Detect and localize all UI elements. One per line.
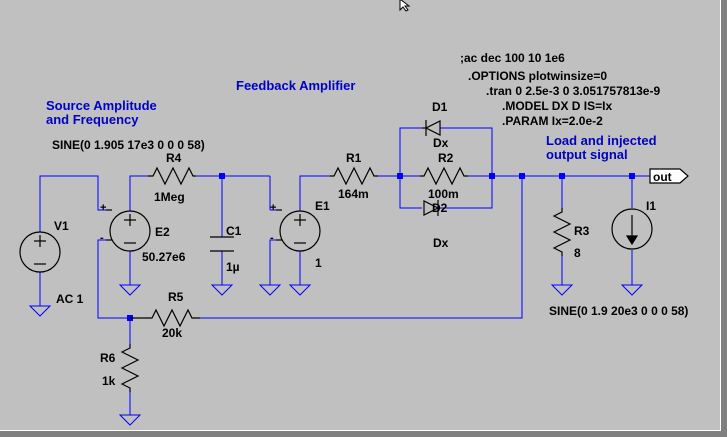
window-frame-right [721, 0, 727, 437]
c1-value[interactable]: 1µ [226, 260, 240, 274]
vcvs-e2[interactable] [109, 210, 151, 252]
comment-source: Source Amplitude and Frequency [46, 98, 157, 127]
diode-d1 [424, 120, 441, 136]
i1-value[interactable]: SINE(0 1.9 20e3 0 0 0 58) [549, 304, 689, 318]
r3-name[interactable]: R3 [574, 224, 590, 238]
schematic-canvas[interactable]: Source Amplitude and Frequency Feedback … [0, 0, 721, 431]
directive-options[interactable]: .OPTIONS plotwinsize=0 [468, 69, 608, 83]
r6-value[interactable]: 1k [102, 374, 116, 388]
e2-pin-minus: - [100, 232, 104, 244]
v1-value[interactable]: AC 1 [56, 292, 84, 306]
v1-spec[interactable]: SINE(0 1.905 17e3 0 0 0 58) [52, 138, 205, 152]
i1-name[interactable]: I1 [646, 199, 657, 213]
resistor-r2 [420, 166, 468, 186]
e1-pin-plus: + [270, 202, 277, 214]
r2-name[interactable]: R2 [438, 151, 454, 165]
directive-tran[interactable]: .tran 0 2.5e-3 0 3.051757813e-9 [486, 84, 661, 98]
net-label-out-flag [649, 168, 689, 184]
r1-value[interactable]: 164m [338, 187, 369, 201]
e1-name[interactable]: E1 [315, 199, 330, 213]
directive-ac[interactable]: ;ac dec 100 10 1e6 [460, 51, 565, 65]
resistor-r1 [330, 166, 378, 186]
resistor-r5 [130, 308, 200, 328]
resistor-r4 [148, 166, 196, 186]
cursor-arrow-icon [399, 0, 411, 12]
comment-feedback: Feedback Amplifier [236, 78, 356, 93]
directive-model[interactable]: .MODEL DX D IS=Ix [502, 99, 613, 113]
v1-name[interactable]: V1 [54, 219, 69, 233]
resistor-r3 [552, 208, 572, 256]
wires [39, 127, 650, 415]
resistor-r6 [120, 344, 140, 392]
junction-dots [127, 173, 635, 321]
net-label-out[interactable]: out [653, 170, 672, 184]
r5-value[interactable]: 20k [162, 326, 183, 340]
comment-load: Load and injected output signal [546, 133, 657, 162]
e1-pin-minus: - [270, 232, 274, 244]
schematic-drawing [19, 120, 689, 426]
d1-value[interactable]: Dx [433, 136, 449, 150]
d2-value[interactable]: Dx [433, 236, 449, 250]
c1-name[interactable]: C1 [226, 224, 242, 238]
r4-name[interactable]: R4 [166, 151, 182, 165]
r1-name[interactable]: R1 [346, 151, 362, 165]
components [19, 120, 689, 392]
r6-name[interactable]: R6 [100, 351, 116, 365]
diode-d2 [423, 200, 440, 216]
e2-value[interactable]: 50.27e6 [142, 250, 186, 264]
e2-name[interactable]: E2 [155, 225, 170, 239]
d1-name[interactable]: D1 [432, 100, 448, 114]
directive-param[interactable]: .PARAM Ix=2.0e-2 [502, 114, 603, 128]
r5-name[interactable]: R5 [168, 290, 184, 304]
d2-name[interactable]: D2 [432, 201, 448, 215]
ground-symbols [28, 284, 644, 426]
vcvs-e1[interactable] [279, 210, 321, 252]
window-frame-bottom [0, 431, 727, 437]
e2-pin-plus: + [100, 202, 107, 214]
e1-value[interactable]: 1 [315, 256, 322, 270]
r2-value[interactable]: 100m [428, 187, 459, 201]
voltage-source-v1[interactable] [19, 231, 61, 273]
r4-value[interactable]: 1Meg [154, 190, 185, 204]
r3-value[interactable]: 8 [574, 246, 581, 260]
